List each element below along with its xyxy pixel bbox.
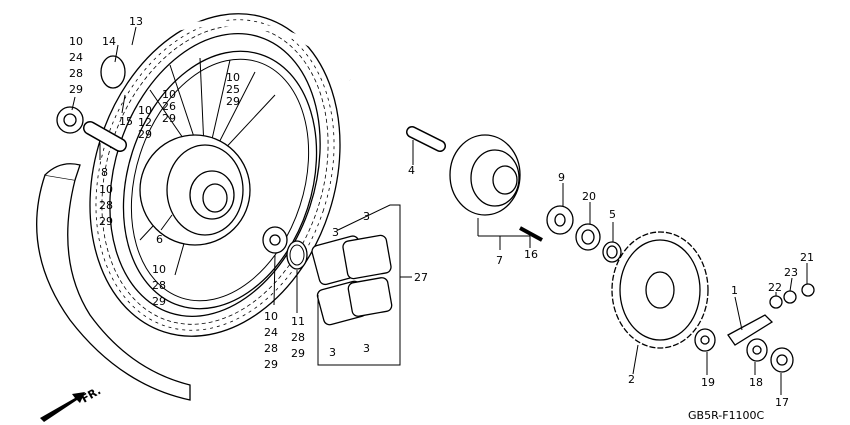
bearing-left [56,106,84,134]
callout-3b: 3 [363,210,370,223]
callout-23: 23 [784,266,798,279]
washer-23 [783,290,797,304]
callout-5: 5 [609,208,616,221]
callout-10f: 10 [152,263,166,276]
callout-21: 21 [800,251,814,264]
callout-labels: 13 14 10 24 28 29 15 10 12 29 10 26 29 1… [69,15,814,409]
callout-22: 22 [768,281,782,294]
tire-section [36,163,191,401]
callout-29a: 29 [69,83,83,96]
callout-18: 18 [749,376,763,389]
hub [139,134,251,246]
callout-10e: 10 [99,183,113,196]
callout-2: 2 [628,373,635,386]
callout-14: 14 [102,35,116,48]
callout-19: 19 [701,376,715,389]
axle-sleeve [406,126,446,152]
callout-28d: 28 [264,342,278,355]
nut-18 [746,338,768,362]
spacer [83,121,127,152]
callout-13: 13 [129,15,143,28]
callout-8: 8 [101,166,108,179]
callout-26: 26 [162,100,176,113]
driven-sprocket [611,231,709,349]
callout-1: 1 [731,284,738,297]
callout-10c: 10 [162,88,176,101]
callout-29c: 29 [162,112,176,125]
front-direction-arrow [40,392,85,422]
callout-29b: 29 [138,128,152,141]
collar [602,241,622,263]
callout-17: 17 [775,396,789,409]
inner-tube [100,20,353,89]
washer-22 [769,295,783,309]
callout-29g: 29 [264,358,278,371]
o-ring [286,240,308,270]
callout-10g: 10 [264,310,278,323]
diagram-code: GB5R-F1100C [688,409,765,422]
bracket-27 [317,204,401,366]
callout-12: 12 [138,116,152,129]
nut-19 [694,328,716,352]
callout-11: 11 [291,315,305,328]
leader-lines [71,26,808,395]
callout-20: 20 [582,190,596,203]
callout-7: 7 [496,254,503,267]
callout-25: 25 [226,83,240,96]
callout-28a: 28 [69,67,83,80]
bearing-flange [546,205,574,235]
callout-3d: 3 [363,342,370,355]
callout-6: 6 [156,233,163,246]
callout-28e: 28 [291,331,305,344]
damper-rubbers [311,234,393,326]
callout-28c: 28 [152,279,166,292]
callout-24b: 24 [264,326,278,339]
callout-10d: 10 [226,71,240,84]
bearing-right-hub [262,226,288,254]
callout-29e: 29 [99,215,113,228]
callout-15: 15 [119,115,133,128]
callout-16: 16 [524,248,538,261]
callout-29h: 29 [291,347,305,360]
callout-29d: 29 [226,95,240,108]
stud-bolt [519,226,543,242]
front-marker: FR. [79,384,103,405]
callout-4: 4 [408,164,415,177]
callout-3c: 3 [329,346,336,359]
callout-9: 9 [558,171,565,184]
oil-seal [575,223,601,251]
nut-21 [801,283,815,297]
chain-adjuster [727,314,774,346]
callout-24a: 24 [69,51,83,64]
callout-29f: 29 [152,295,166,308]
callout-28b: 28 [99,199,113,212]
callout-3a: 3 [332,226,339,239]
driven-flange [449,134,521,216]
callout-27: 27 [414,271,428,284]
nut-17 [770,347,794,373]
callout-10a: 10 [69,35,83,48]
callout-10b: 10 [138,104,152,117]
